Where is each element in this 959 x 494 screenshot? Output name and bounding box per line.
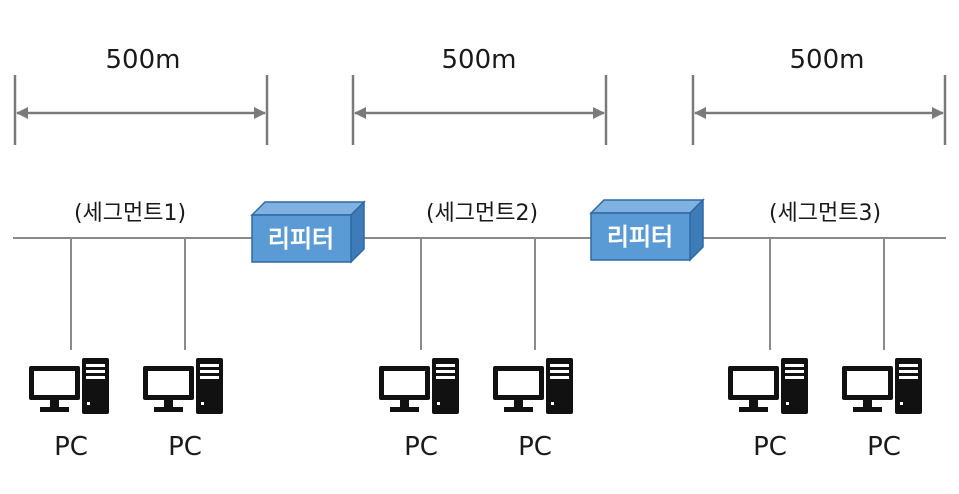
repeater-label: 리피터 xyxy=(607,223,673,251)
desktop-computer-icon xyxy=(379,358,459,414)
distance-label: 500m xyxy=(106,45,181,75)
pc-label: PC xyxy=(867,432,901,462)
desktop-computer-icon xyxy=(143,358,223,414)
distance-indicator-2: 500m xyxy=(351,45,608,145)
distance-indicator-3: 500m xyxy=(691,45,947,145)
pc-node-1: PC xyxy=(29,238,109,462)
pc-label: PC xyxy=(753,432,787,462)
repeater-top-face xyxy=(589,199,705,214)
pc-node-5: PC xyxy=(728,238,808,462)
segment-label-3: (세그먼트3) xyxy=(769,201,881,226)
desktop-computer-icon xyxy=(728,358,808,414)
repeater-top-face xyxy=(250,201,366,216)
pc-label: PC xyxy=(54,432,88,462)
repeater-label: 리피터 xyxy=(268,225,334,253)
desktop-computer-icon xyxy=(29,358,109,414)
pc-label: PC xyxy=(404,432,438,462)
pc-node-2: PC xyxy=(143,238,223,462)
repeater-front-face xyxy=(251,214,352,263)
segment-label-2: (세그먼트2) xyxy=(426,201,538,226)
pc-node-4: PC xyxy=(493,238,573,462)
pc-label: PC xyxy=(518,432,552,462)
repeater-front-face xyxy=(590,212,691,261)
desktop-computer-icon xyxy=(842,358,922,414)
pc-node-6: PC xyxy=(842,238,922,462)
repeater-1: 리피터 xyxy=(250,200,366,264)
desktop-computer-icon xyxy=(493,358,573,414)
distance-label: 500m xyxy=(442,45,517,75)
pc-label: PC xyxy=(168,432,202,462)
distance-indicator-1: 500m xyxy=(13,45,269,145)
segment-label-1: (세그먼트1) xyxy=(74,201,186,226)
pc-node-3: PC xyxy=(379,238,459,462)
repeater-2: 리피터 xyxy=(589,198,705,262)
distance-label: 500m xyxy=(790,45,865,75)
